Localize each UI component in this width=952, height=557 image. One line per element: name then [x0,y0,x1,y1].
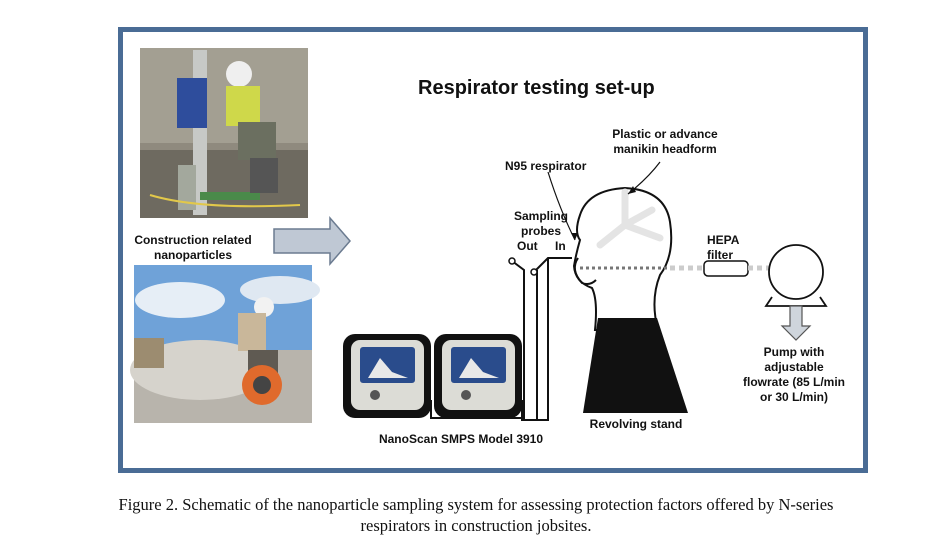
caption-line-1: Figure 2. Schematic of the nanoparticle … [118,495,834,514]
construction-label-line1: Construction related [134,233,251,247]
caption-line-2: respirators in construction jobsites. [360,516,592,535]
nanoscan-instrument-left [343,334,431,418]
pump-label-line3: flowrate (85 L/min [743,375,845,389]
nanoscan-instrument-right [434,334,522,418]
probe-in-tip [530,268,538,276]
probe-out-tip [508,257,516,265]
headform-label-line1: Plastic or advance [612,127,718,141]
diagram-title: Respirator testing set-up [418,77,655,99]
photo-concrete-cutting [130,265,320,423]
pump-label-line2: adjustable [764,360,824,374]
figure-caption: Figure 2. Schematic of the nanoparticle … [20,494,932,536]
flow-arrow [273,215,351,267]
manikin-headform [572,186,688,413]
hepa-filter [703,260,749,277]
hepa-label-line2: filter [707,248,733,262]
instrument-label: NanoScan SMPS Model 3910 [379,432,543,446]
in-label: In [555,239,566,253]
pump [764,244,828,341]
respirator-label: N95 respirator [505,159,587,173]
stand-label: Revolving stand [590,417,683,431]
pump-label-line4: or 30 L/min) [760,390,828,404]
headform-label-line2: manikin headform [613,142,716,156]
construction-label-line2: nanoparticles [154,248,232,262]
out-label: Out [517,239,538,253]
photo-core-drilling [140,48,308,218]
probes-label-line1: Sampling [514,209,568,223]
probes-label-line2: probes [521,224,561,238]
revolving-stand [583,318,688,413]
hepa-label-line1: HEPA [707,233,740,247]
pump-label-line1: Pump with [764,345,825,359]
sampling-tubes [430,257,572,421]
